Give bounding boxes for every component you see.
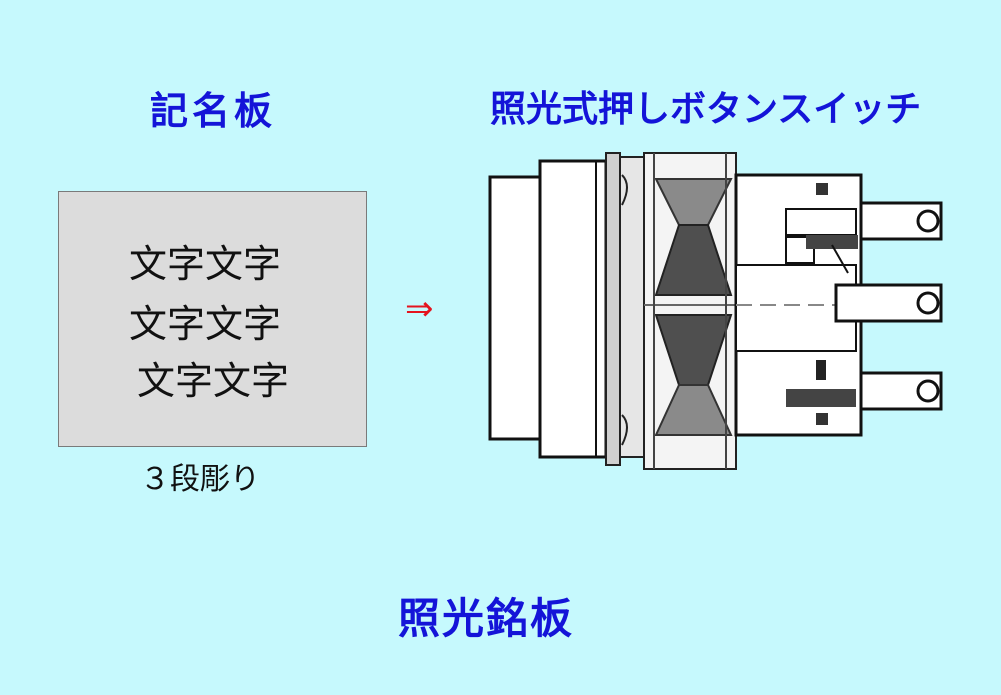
switch-terminals (834, 201, 943, 411)
nameplate-text-line-1: 文字文字 (129, 242, 282, 286)
engraving-caption: ３段彫り (140, 462, 260, 497)
right-double-arrow-icon: ⇒ (405, 289, 434, 329)
switch-cap (488, 159, 608, 459)
nameplate-text-line-2: 文字文字 (129, 302, 282, 346)
nameplate-title: 記名板 (150, 89, 277, 133)
switch-body (734, 173, 863, 437)
nameplate-panel: 文字文字 文字文字 文字文字 (58, 191, 367, 447)
switch-title: 照光式押しボタンスイッチ (490, 89, 922, 130)
illuminated-push-button-switch-icon (488, 152, 943, 470)
switch-bezel (605, 152, 737, 470)
nameplate-text-line-3: 文字文字 (137, 359, 290, 403)
bottom-title: 照光銘板 (398, 594, 575, 643)
